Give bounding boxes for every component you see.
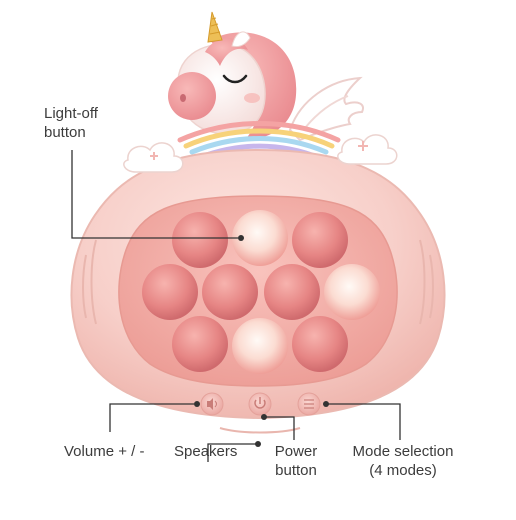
mode-button[interactable] bbox=[297, 392, 321, 416]
cloud-icon bbox=[337, 134, 398, 165]
pop-bubble-lit[interactable] bbox=[232, 210, 288, 266]
volume-icon bbox=[207, 398, 217, 410]
leader-power bbox=[266, 416, 295, 440]
cloud-icon bbox=[123, 142, 184, 173]
speakers-label: Speakers bbox=[174, 443, 238, 460]
pop-bubble[interactable] bbox=[172, 212, 228, 268]
volume-label: Volume + / - bbox=[64, 443, 145, 460]
speaker-grille bbox=[219, 427, 301, 434]
unicorn-snout bbox=[168, 72, 216, 120]
light-off-label-line2: button bbox=[44, 124, 86, 141]
power-button[interactable] bbox=[248, 392, 272, 416]
power-label-line1: Power bbox=[274, 443, 318, 460]
mode-label-line1: Mode selection bbox=[352, 443, 454, 460]
power-callout: Power button bbox=[262, 442, 330, 480]
mode-callout: Mode selection (4 modes) bbox=[344, 442, 462, 480]
nostril bbox=[180, 94, 186, 102]
bubble-grid bbox=[142, 210, 380, 374]
grip-ridges bbox=[82, 239, 434, 325]
volume-callout: Volume + / - bbox=[64, 442, 144, 461]
closed-eye bbox=[222, 74, 248, 84]
speakers-callout: Speakers bbox=[174, 442, 237, 461]
light-off-callout: Light-off button bbox=[44, 104, 98, 142]
leader-speakers bbox=[207, 443, 256, 462]
leader-volume bbox=[109, 403, 194, 432]
pop-bubble[interactable] bbox=[172, 316, 228, 372]
power-icon bbox=[254, 397, 266, 409]
mode-label-line2: (4 modes) bbox=[369, 462, 437, 479]
pop-bubble-lit[interactable] bbox=[232, 318, 288, 374]
pop-bubble[interactable] bbox=[142, 264, 198, 320]
leader-lines bbox=[71, 150, 401, 462]
unicorn-topper bbox=[168, 11, 364, 142]
leader-light-off bbox=[71, 150, 238, 239]
volume-button[interactable] bbox=[200, 392, 224, 416]
pop-bubble-lit[interactable] bbox=[324, 264, 380, 320]
light-off-label-line1: Light-off bbox=[44, 105, 98, 122]
pop-bubble[interactable] bbox=[202, 264, 258, 320]
mode-icon bbox=[304, 399, 314, 409]
leader-mode bbox=[328, 403, 401, 440]
pop-bubble[interactable] bbox=[292, 316, 348, 372]
power-label-line2: button bbox=[275, 462, 317, 479]
pop-bubble[interactable] bbox=[264, 264, 320, 320]
pop-bubble[interactable] bbox=[292, 212, 348, 268]
wing-icon bbox=[288, 76, 364, 142]
horn bbox=[207, 11, 223, 43]
